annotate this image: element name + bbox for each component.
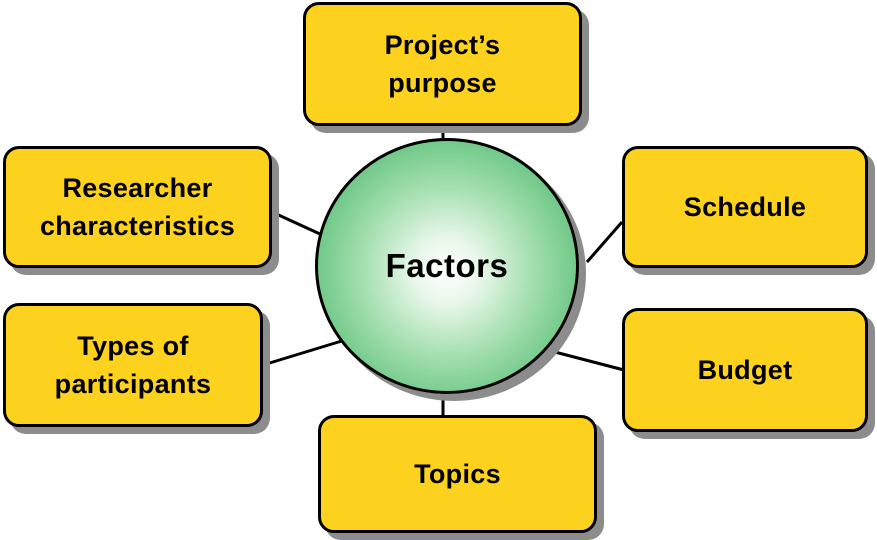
node-types-of-participants: Types of participants (3, 303, 263, 427)
node-project-purpose: Project’s purpose (303, 2, 582, 126)
node-budget: Budget (622, 308, 868, 432)
connector-schedule (585, 221, 624, 263)
connector-participants (262, 338, 346, 367)
center-label: Factors (385, 247, 509, 284)
node-schedule: Schedule (622, 146, 868, 268)
center-node-factors: Factors (315, 138, 579, 394)
connector-budget (550, 349, 625, 372)
node-topics: Topics (318, 415, 597, 533)
node-researcher-characteristics: Researcher characteristics (3, 146, 272, 268)
connector-researcher (271, 210, 321, 236)
